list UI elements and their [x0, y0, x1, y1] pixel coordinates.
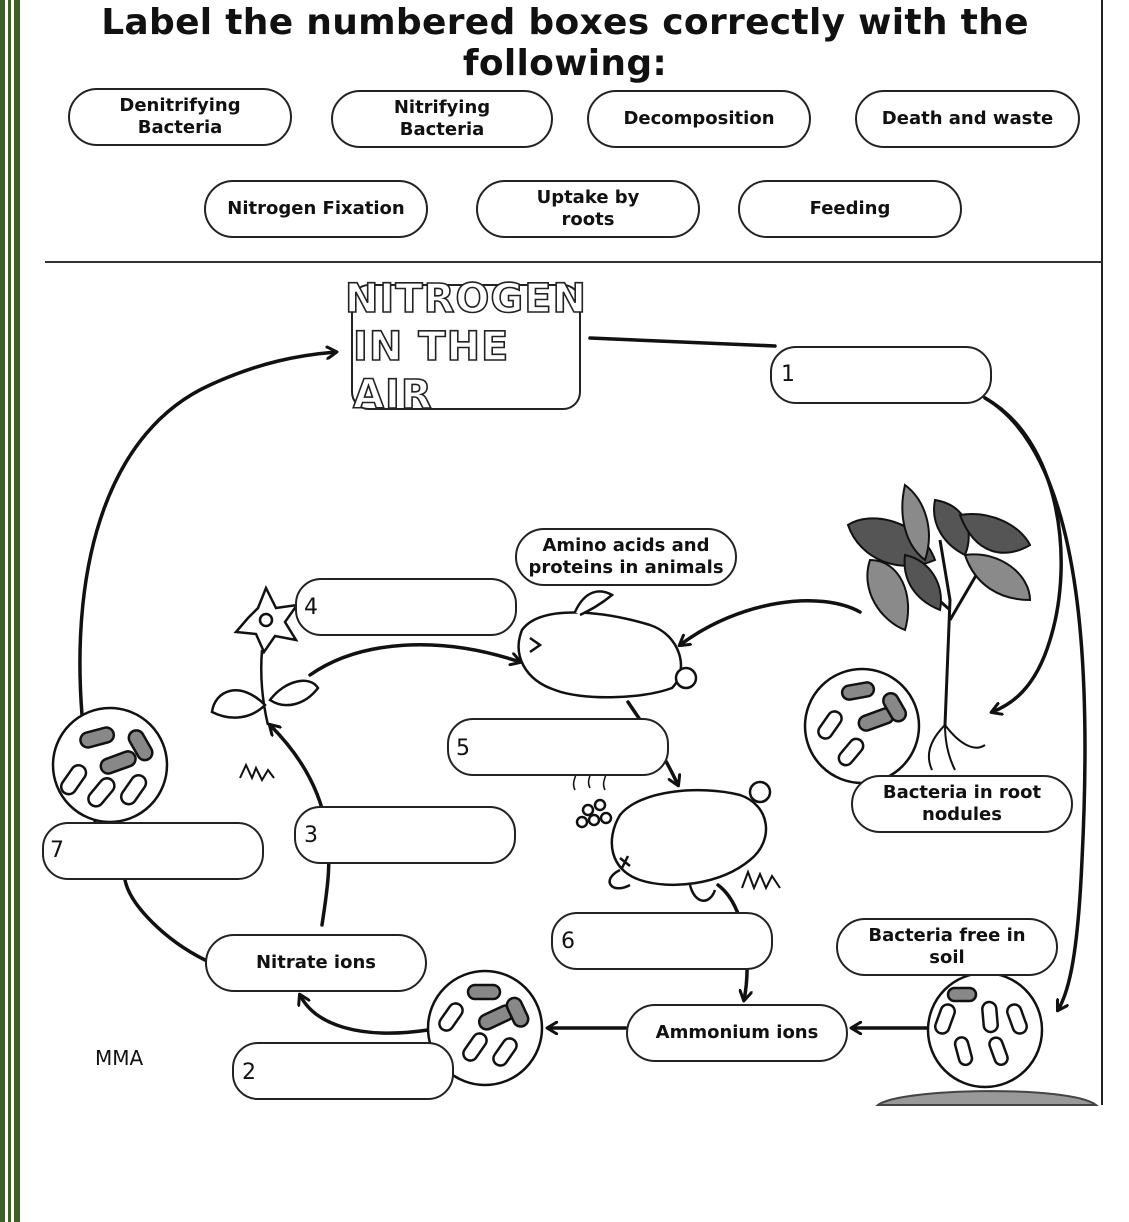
box-number-7: 7	[50, 838, 64, 863]
word-bank-death-and-waste: Death and waste	[855, 90, 1080, 148]
box-number-4: 4	[304, 595, 318, 620]
word-bank-nitrogen-fixation: Nitrogen Fixation	[204, 180, 428, 238]
nitrogen-in-the-air-box: NITROGEN IN THE AIR	[344, 275, 587, 419]
answer-box-4[interactable]	[295, 578, 517, 636]
arrow-plant-to-rabbit	[680, 599, 862, 645]
answer-box-1[interactable]	[770, 346, 992, 404]
arrow-nitrate-to-bacteria7	[123, 878, 207, 962]
arrow-bacteria7-to-air	[78, 352, 336, 717]
grass-scribble-text: MMA	[95, 1046, 144, 1070]
air-line-2: IN THE AIR	[352, 323, 510, 419]
bacteria-cluster-2	[426, 969, 544, 1087]
plant-illustration	[846, 483, 1032, 771]
answer-box-2[interactable]	[232, 1042, 454, 1100]
ammonium-ions-label: Ammonium ions	[626, 1004, 848, 1062]
box-number-2: 2	[242, 1060, 256, 1085]
bacteria-cluster-7	[51, 706, 169, 824]
arrow-box1-to-roots	[983, 396, 1063, 712]
box-number-6: 6	[561, 929, 575, 954]
answer-box-5[interactable]	[447, 718, 669, 776]
flower-illustration	[210, 584, 320, 726]
word-bank-feeding: Feeding	[738, 180, 962, 238]
section-divider	[45, 261, 1102, 263]
answer-box-7[interactable]	[42, 822, 264, 880]
bacteria-cluster-soil	[926, 971, 1044, 1089]
air-line-1: NITROGEN	[344, 275, 588, 323]
box-number-3: 3	[304, 823, 318, 848]
nitrate-ions-label: Nitrate ions	[205, 934, 427, 992]
page-border-left	[0, 0, 22, 1222]
answer-box-3[interactable]	[294, 806, 516, 864]
bacteria-cluster-root	[803, 667, 921, 785]
cut-off-shape	[875, 1090, 1099, 1106]
dead-rabbit-illustration	[572, 762, 772, 902]
arrow-flower-to-rabbit	[308, 643, 520, 677]
arrow-air-to-box1	[588, 336, 777, 348]
word-bank-decomposition: Decomposition	[587, 90, 811, 148]
page-title: Label the numbered boxes correctly with …	[101, 2, 1029, 84]
page-border-right	[1101, 0, 1103, 1105]
arrow-bacteria2-to-nitrate	[300, 995, 430, 1035]
arrow-box1-to-soil-bacteria	[983, 396, 1087, 1010]
answer-box-6[interactable]	[551, 912, 773, 970]
box-number-5: 5	[456, 736, 470, 761]
box-number-1: 1	[781, 362, 795, 387]
grass-tufts	[239, 762, 781, 891]
rabbit-illustration	[517, 590, 698, 699]
